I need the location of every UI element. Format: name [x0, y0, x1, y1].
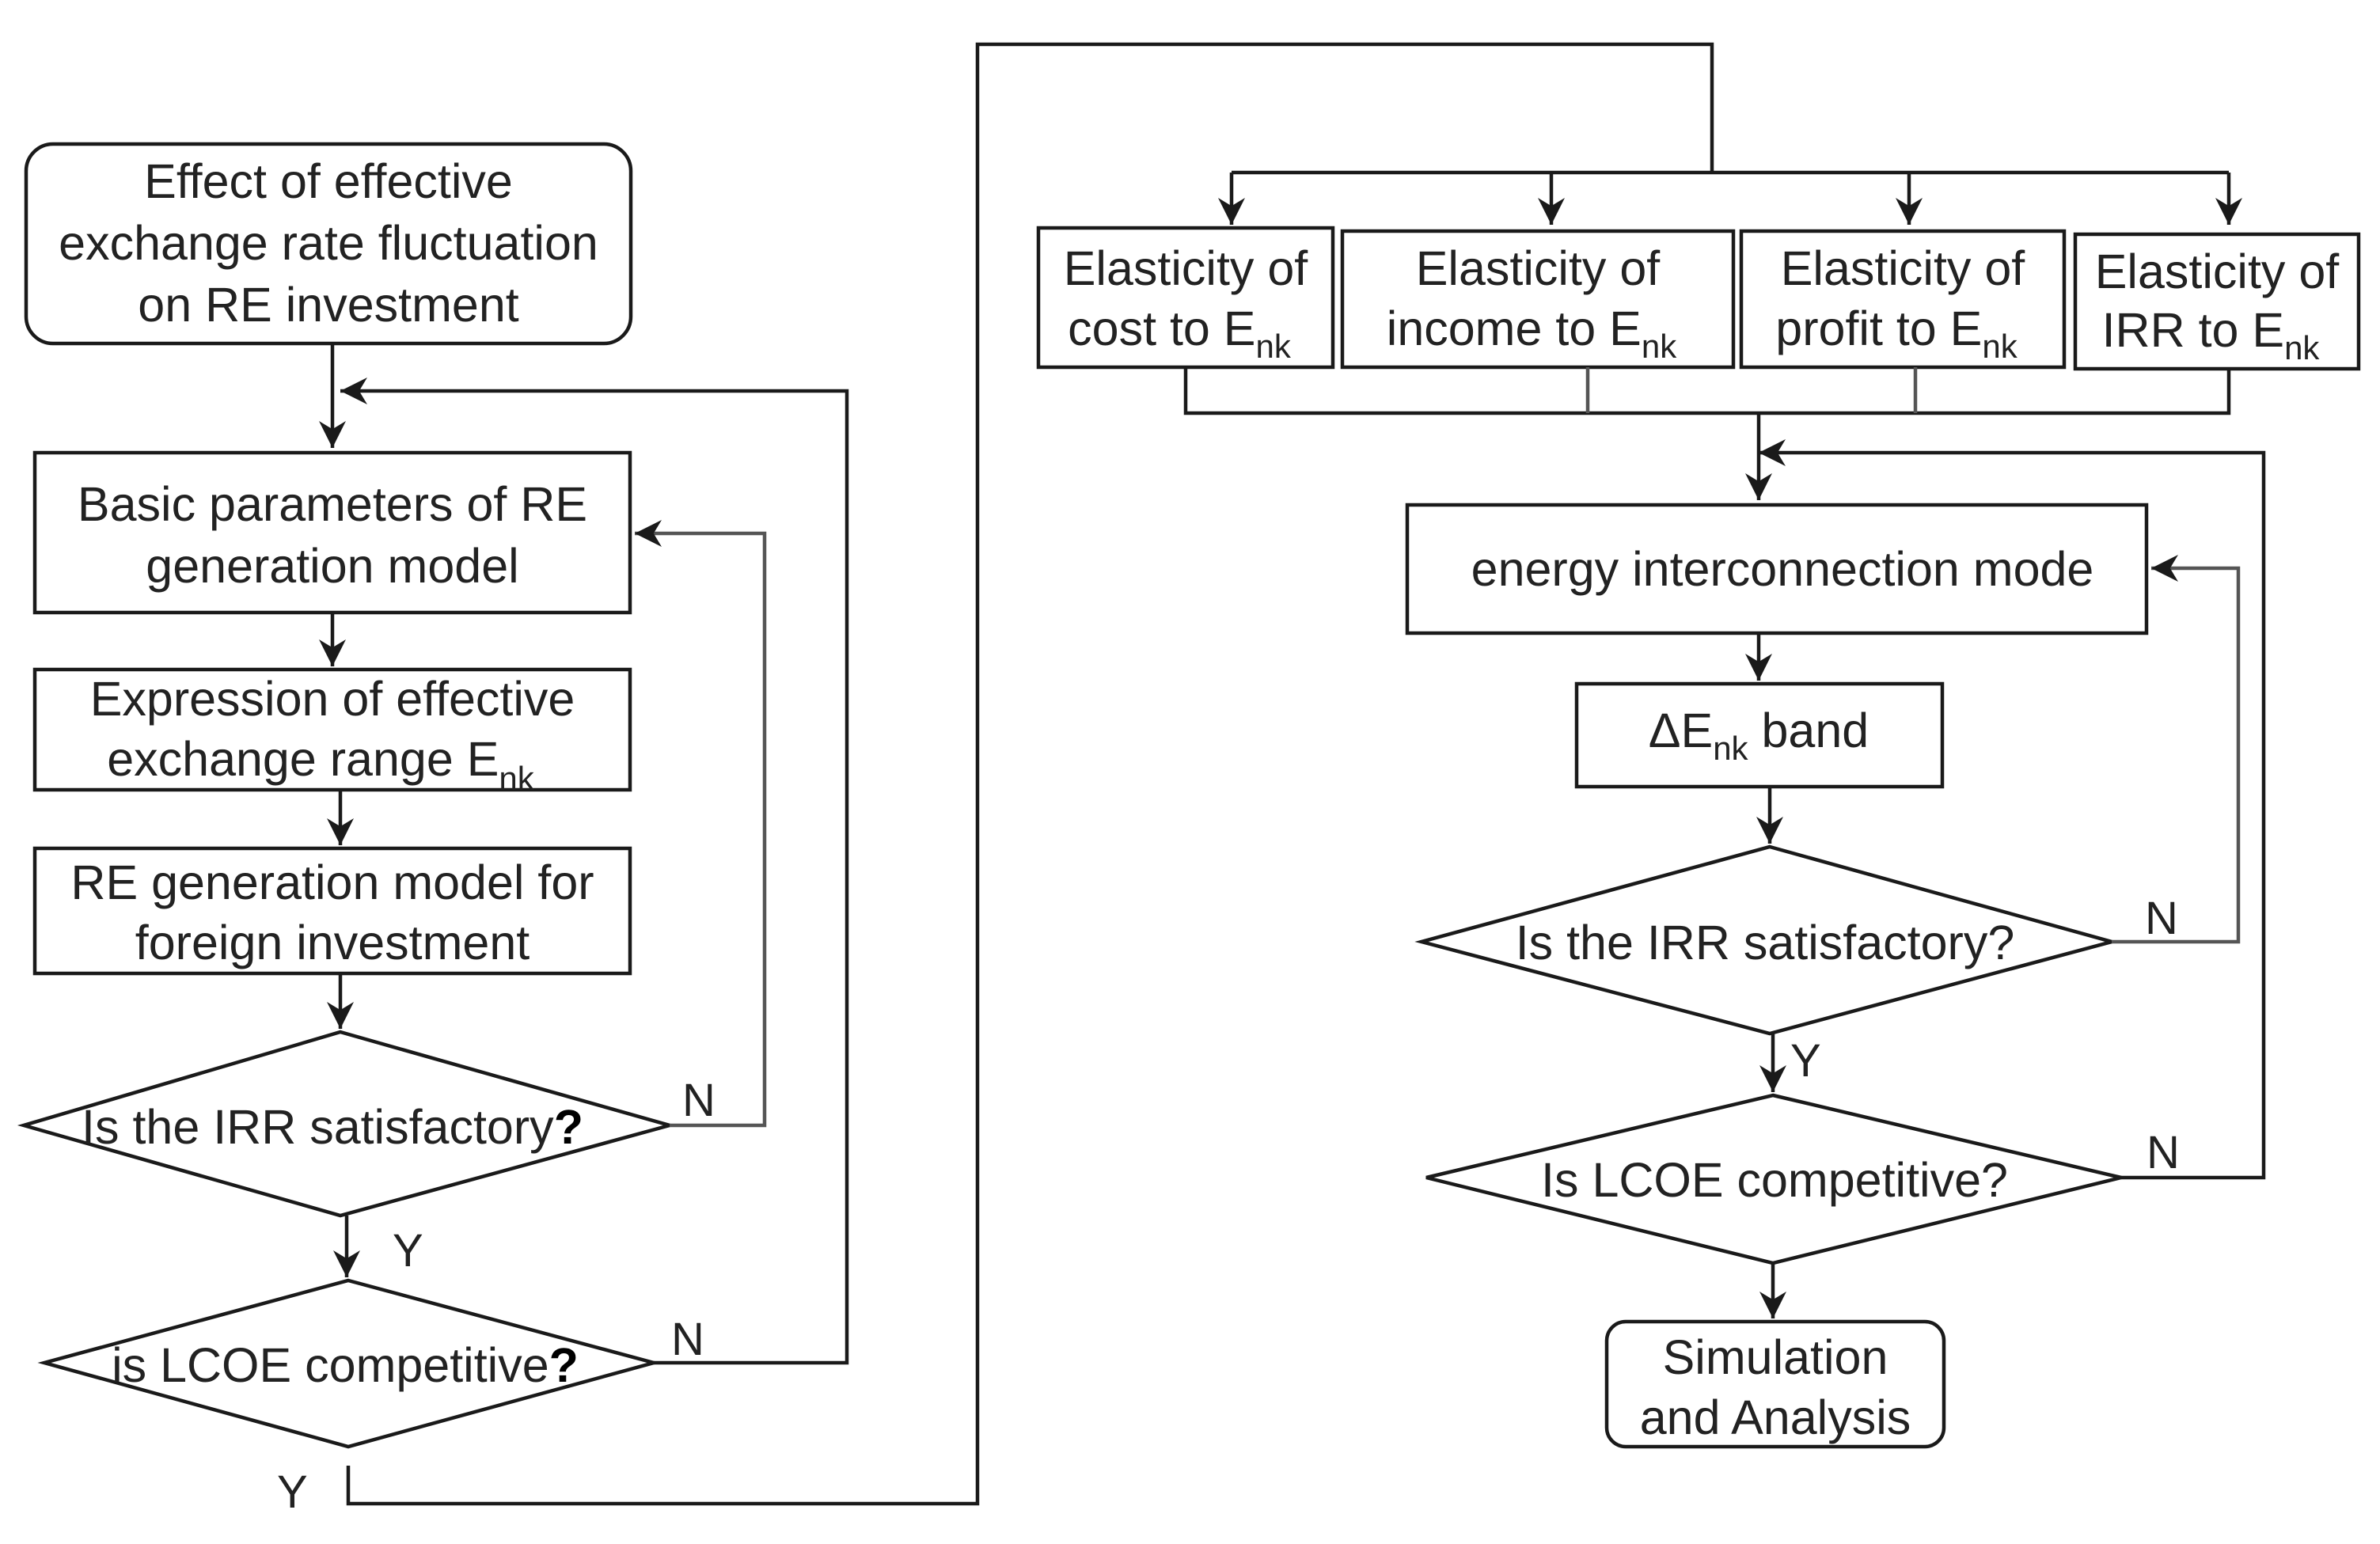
elasticity-irr-line1: Elasticity of: [2095, 245, 2340, 298]
elasticity-profit-line1: Elasticity of: [1781, 241, 2026, 295]
label-left-lcoe-yes: Y: [277, 1466, 308, 1518]
delta-band-text: ΔEnk band: [1649, 704, 1869, 767]
arrow-left-lcoe-no: [340, 377, 849, 1365]
re-model-line1: RE generation model for: [70, 855, 594, 909]
end-box: Simulation and Analysis: [1604, 1319, 1946, 1449]
elasticity-profit-box: Elasticity of profit to Enk: [1739, 229, 2067, 370]
label-right-lcoe-no: N: [2147, 1127, 2180, 1178]
start-box: Effect of effective exchange rate fluctu…: [24, 142, 633, 346]
right-irr-decision: Is the IRR satisfactory?: [1414, 844, 2119, 1036]
right-lcoe-decision: Is LCOE competitive?: [1425, 1093, 2122, 1265]
basic-params-line2: generation model: [146, 539, 518, 593]
elasticity-income-line2: income to Enk: [1387, 302, 1677, 365]
label-right-irr-no: N: [2145, 893, 2178, 944]
elasticity-cost-line1: Elasticity of: [1064, 241, 1309, 295]
label-left-irr-no: N: [682, 1075, 716, 1126]
left-irr-text: Is the IRR satisfactory?: [82, 1100, 583, 1154]
start-box-line2: exchange rate fluctuation: [59, 216, 598, 270]
right-irr-text: Is the IRR satisfactory?: [1516, 916, 2015, 969]
start-box-line1: Effect of effective: [144, 154, 513, 208]
end-box-line1: Simulation: [1663, 1330, 1888, 1384]
collection-bus: [1183, 367, 2231, 415]
start-box-line3: on RE investment: [138, 278, 518, 332]
arrow-right-lcoe-no: [1759, 439, 2266, 1180]
delta-band-box: ΔEnk band: [1574, 681, 1945, 789]
basic-params-box: Basic parameters of RE generation model: [32, 450, 632, 615]
elasticity-income-line1: Elasticity of: [1416, 241, 1661, 295]
end-box-line2: and Analysis: [1640, 1390, 1911, 1444]
left-irr-decision: Is the IRR satisfactory?: [17, 1030, 677, 1218]
elasticity-income-box: Elasticity of income to Enk: [1340, 229, 1736, 370]
expression-line1: Expression of effective: [90, 672, 575, 726]
re-model-box: RE generation model for foreign investme…: [32, 846, 632, 976]
label-right-irr-yes: Y: [1790, 1035, 1821, 1087]
expression-box: Expression of effective exchange range E…: [32, 667, 632, 797]
re-model-line2: foreign investment: [135, 916, 530, 969]
connector-left-to-right: [346, 42, 1714, 1506]
label-left-lcoe-no: N: [671, 1314, 704, 1365]
basic-params-line1: Basic parameters of RE: [78, 477, 587, 531]
left-lcoe-text: is LCOE competitive?: [112, 1338, 579, 1392]
right-lcoe-text: Is LCOE competitive?: [1541, 1153, 2008, 1207]
elasticity-irr-box: Elasticity of IRR to Enk: [2073, 232, 2361, 371]
energy-mode-box: energy interconnection mode: [1405, 503, 2149, 635]
elasticity-cost-box: Elasticity of cost to Enk: [1036, 226, 1335, 370]
elasticity-cost-line2: cost to Enk: [1068, 302, 1292, 365]
left-lcoe-decision: is LCOE competitive?: [37, 1278, 661, 1449]
label-left-irr-yes: Y: [393, 1225, 423, 1277]
energy-mode-text: energy interconnection mode: [1471, 542, 2094, 596]
arrow-left-irr-no: [635, 520, 767, 1128]
expression-line2: exchange range Enk: [107, 732, 535, 797]
elasticity-irr-line2: IRR to Enk: [2102, 303, 2321, 366]
arrow-right-irr-no: [2112, 555, 2241, 944]
elasticity-profit-line2: profit to Enk: [1775, 302, 2017, 365]
